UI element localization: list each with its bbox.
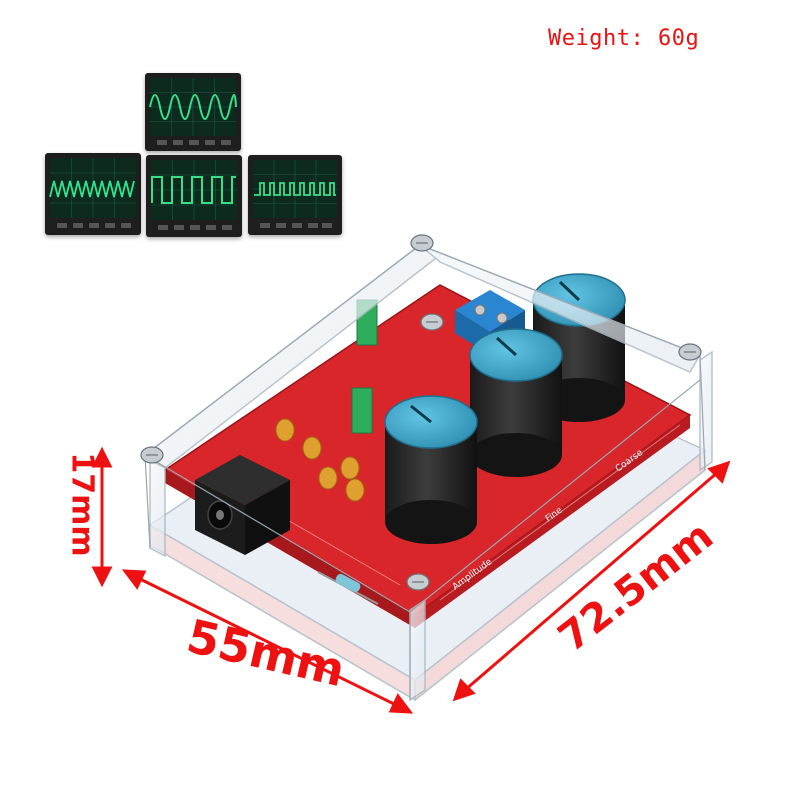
resistor [317,571,379,605]
oscilloscope-sine-thumbnail [145,73,241,151]
knob-amplitude [384,395,478,544]
sine-wave-trace [149,94,237,120]
oscilloscope-triangle-thumbnail [45,153,141,235]
knob-fine [469,328,563,477]
triangle-wave-trace [49,180,135,198]
oscilloscope-pulse-thumbnail [248,155,342,235]
dc-power-jack [195,455,290,555]
capacitors [275,418,365,502]
dimension-arrow-height [91,446,113,588]
square-wave-trace [151,176,236,204]
weight-label: Weight: 60g [548,26,700,51]
case-screws [140,234,702,591]
dimension-arrow-length [452,460,731,702]
pulse-wave-trace [254,182,336,196]
height-dimension-label: 17mm [64,452,100,557]
acrylic-case-frame [143,244,713,702]
dimension-arrow-width [121,569,414,714]
oscilloscope-square-thumbnail [146,155,242,237]
